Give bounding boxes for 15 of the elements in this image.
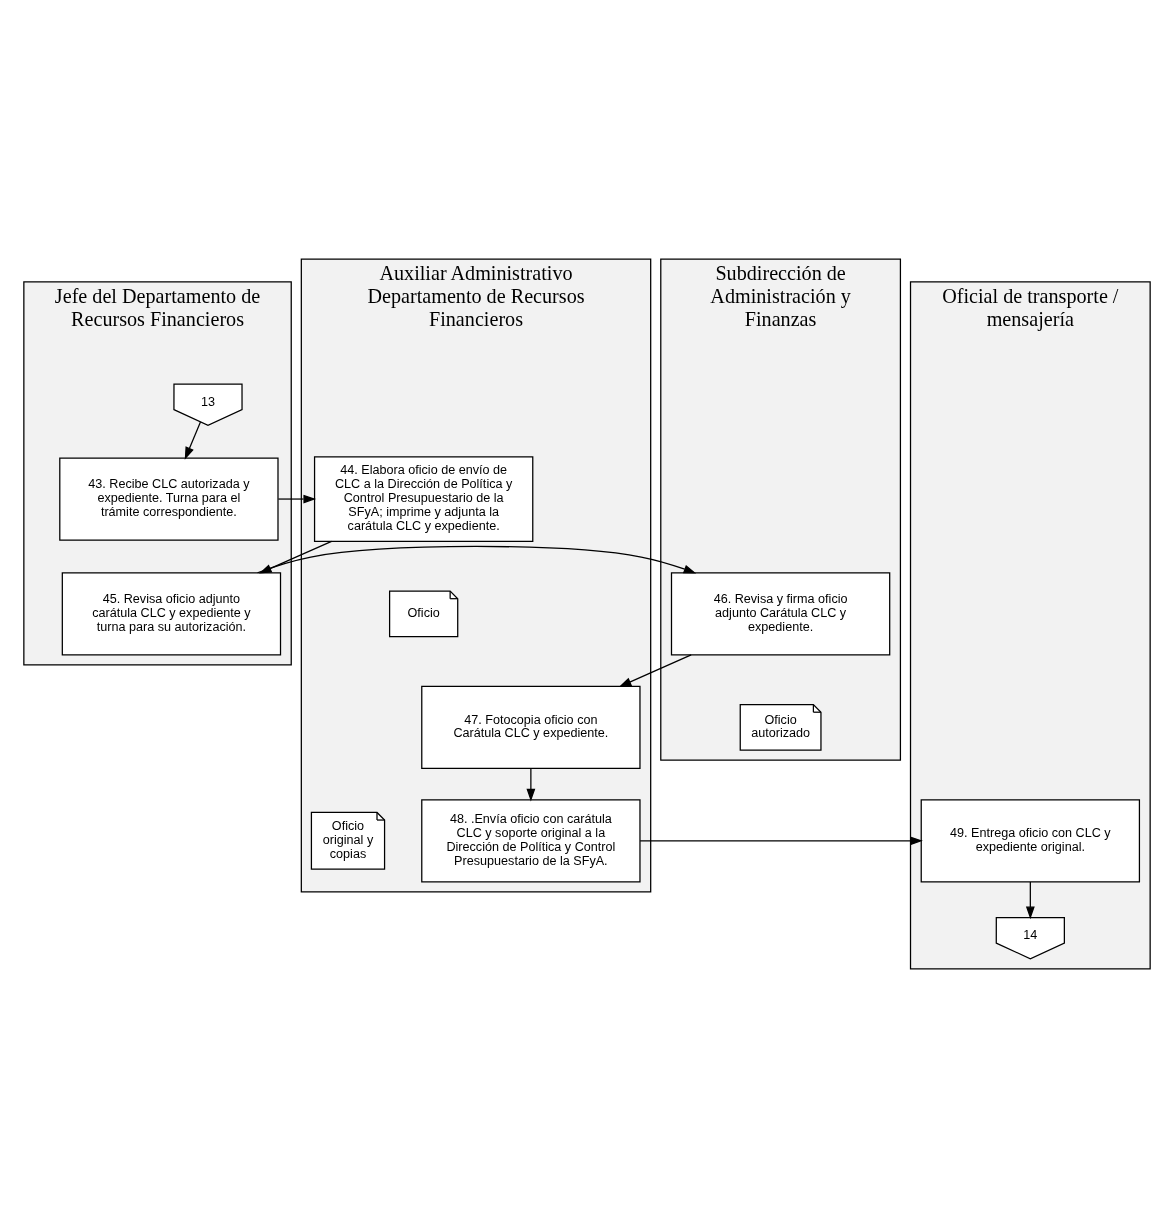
arrow — [277, 494, 317, 504]
node-box: 46. Revisa y firma oficio adjunto Carátula CLC y expediente. — [670, 572, 891, 656]
arrow — [259, 540, 333, 574]
node-box: 43. Recibe CLC autorizada y expediente. Turna para el trámite correspondiente. — [59, 457, 279, 541]
node-box: 49. Entrega oficio con CLC y expediente original. — [920, 799, 1141, 883]
arrow — [256, 545, 697, 574]
node-box: 48. .Envía oficio con carátula CLC y soporte original a la Dirección de Política y Control Presupuestario de la SFyA. — [421, 799, 641, 883]
arrow — [526, 768, 536, 802]
arrow — [184, 421, 202, 460]
node-box: 45. Revisa oficio adjunto carátula CLC y expediente y turna para su autorización. — [61, 572, 282, 656]
node-box: 44. Elabora oficio de envío de CLC a la Dirección de Política y Control Presupuestario de la SFyA; imprime y adjunta la carátula CLC y expediente. — [313, 456, 534, 542]
arrow — [618, 654, 692, 687]
arrow — [639, 836, 923, 846]
arrow — [1025, 881, 1035, 920]
node-box: 47. Fotocopia oficio con Carátula CLC y expediente. — [421, 685, 641, 769]
